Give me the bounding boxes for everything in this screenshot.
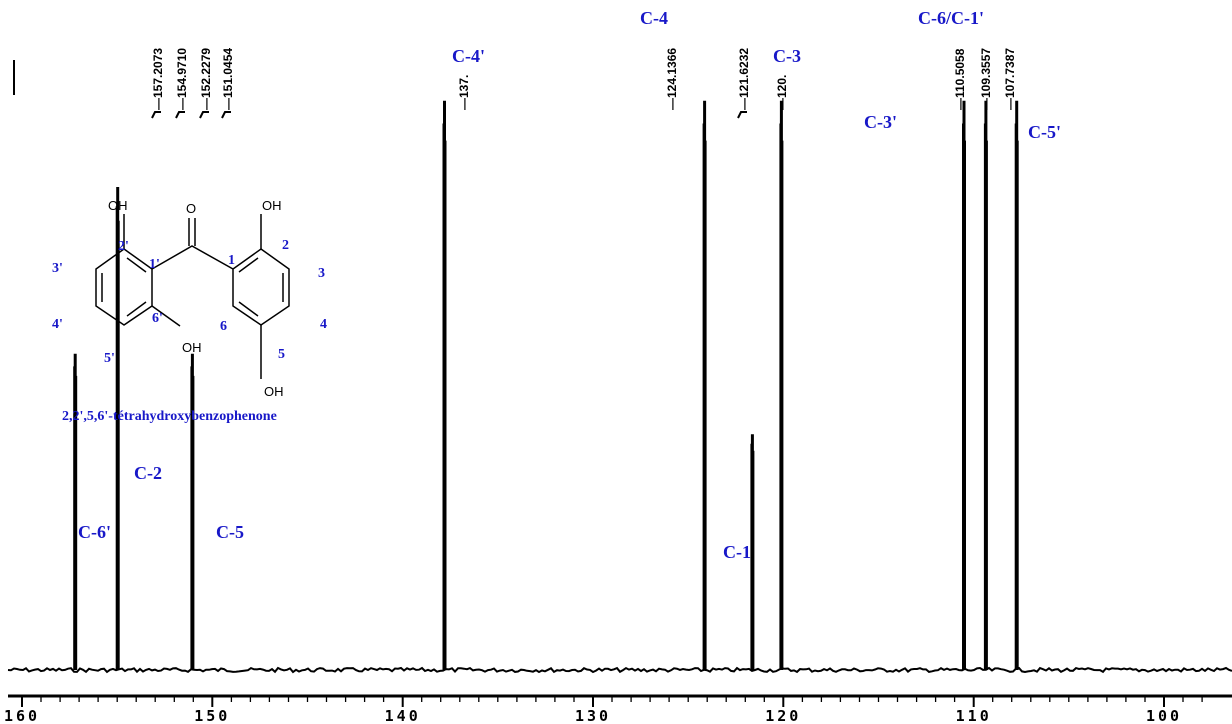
atom-number-4p: 4' (52, 317, 63, 332)
x-tick-label-160: 160 (4, 707, 40, 724)
atom-oh-6p: OH (182, 340, 202, 355)
atom-number-2: 2 (282, 238, 289, 253)
x-tick-label-130: 130 (575, 707, 611, 724)
peak-6 (779, 100, 784, 670)
atom-number-3p: 3' (52, 261, 63, 276)
x-tick-label-140: 140 (385, 707, 421, 724)
shift-label-0: —157.2073 (151, 48, 165, 110)
atom-number-5: 5 (278, 347, 285, 362)
atom-number-4: 4 (320, 317, 327, 332)
x-tick-label-150: 150 (194, 707, 230, 724)
shift-label-1: —154.9710 (175, 48, 189, 110)
annotation-c3p: C-3' (864, 112, 897, 132)
annotation-c2: C-2 (134, 463, 162, 483)
annotation-c5: C-5 (216, 522, 244, 542)
shift-label-8: —110.5058 (953, 48, 967, 110)
annotation-c4p: C-4' (452, 46, 485, 66)
peak-1 (115, 187, 120, 670)
shift-label-3: —151.0454 (221, 48, 235, 110)
atom-number-6p: 6' (152, 311, 163, 326)
peak-7 (962, 100, 966, 670)
annotation-c4: C-4 (640, 8, 668, 28)
x-tick-label-100: 100 (1146, 707, 1182, 724)
annotation-c1: C-1 (723, 542, 751, 562)
atom-o-carbonyl: O (186, 201, 196, 216)
shift-label-ticks (13, 60, 747, 119)
peak-annotations: C-6' C-2 C-5 C-4' C-4 C-1 C-3 C-3' C-6/C… (78, 8, 1061, 562)
atom-oh-2p: OH (108, 198, 128, 213)
peaks-group (73, 100, 1019, 670)
peak-0 (73, 353, 78, 670)
shift-label-10: —107.7387 (1003, 48, 1017, 110)
atom-oh-5: OH (264, 384, 284, 399)
baseline-noise (7, 666, 1232, 674)
shift-label-2: —152.2279 (199, 48, 213, 110)
peak-2 (190, 353, 195, 670)
atom-number-3: 3 (318, 266, 325, 281)
atom-number-1p: 1' (149, 257, 160, 272)
annotation-c3: C-3 (773, 46, 801, 66)
x-axis-minor-ticks (21, 697, 1203, 707)
compound-name: 2,2',5,6'-tétrahydroxybenzophenone (62, 409, 277, 424)
peak-5 (750, 434, 755, 670)
shift-label-9: —109.3557 (979, 48, 993, 110)
shift-label-6: —121.6232 (737, 48, 751, 110)
peak-3 (442, 100, 447, 670)
annotation-c5p: C-5' (1028, 122, 1061, 142)
shift-labels-group: —157.2073 —154.9710 —152.2279 —151.0454 —137… (151, 48, 1017, 110)
peak-4 (702, 100, 707, 670)
x-axis: 160 150 140 130 120 110 100 (4, 694, 1232, 724)
structure-bonds (95, 214, 290, 379)
atom-number-5p: 5' (104, 351, 115, 366)
atom-number-1: 1 (228, 253, 235, 268)
shift-label-7: —120. (775, 75, 789, 110)
atom-number-6: 6 (220, 319, 227, 334)
annotation-c6p: C-6' (78, 522, 111, 542)
x-tick-label-120: 120 (765, 707, 801, 724)
peak-8 (983, 100, 988, 670)
atom-number-2p: 2' (118, 239, 129, 254)
peak-9 (1014, 100, 1019, 670)
chemical-structure: OH O OH OH OH 2' 1' 1 2 3 3' 4' 6' 6 4 5… (52, 198, 327, 424)
x-tick-label-110: 110 (956, 707, 992, 724)
shift-label-5: —124.1366 (665, 48, 679, 110)
shift-label-4: —137. (457, 75, 471, 110)
atom-oh-2: OH (262, 198, 282, 213)
annotation-c6-c1p: C-6/C-1' (918, 8, 984, 28)
x-axis-tick-labels: 160 150 140 130 120 110 100 (4, 707, 1182, 724)
